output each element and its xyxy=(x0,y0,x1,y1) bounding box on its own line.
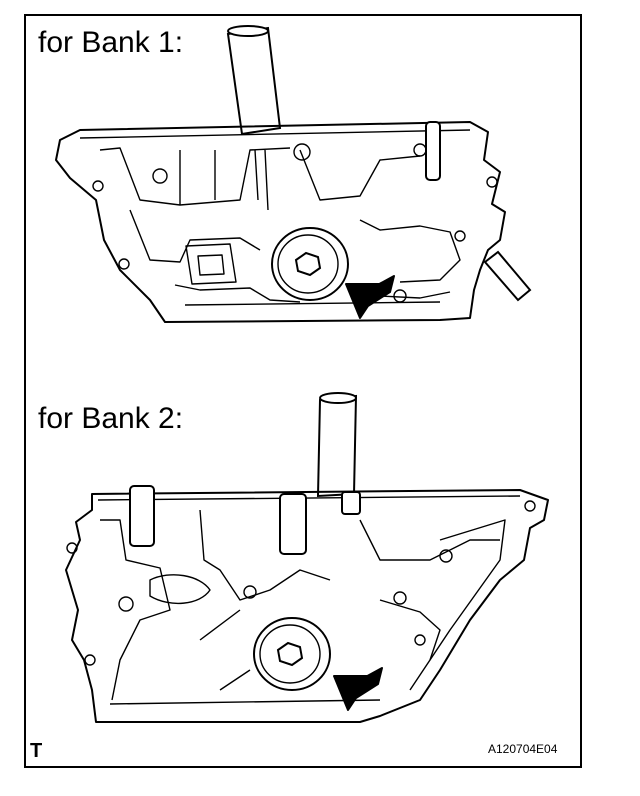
bank2-tool-rod xyxy=(316,394,358,498)
bank2-hex-socket xyxy=(276,641,304,667)
bank2-label: for Bank 2: xyxy=(38,402,184,435)
bank1-cylinder-head xyxy=(55,25,532,323)
bank1-tool-rod xyxy=(226,26,282,136)
bank1-hex-socket xyxy=(294,251,322,277)
bank1-label: for Bank 1: xyxy=(38,26,184,59)
bank1-pointer-arrow xyxy=(345,275,395,319)
bank2-cylinder-head xyxy=(65,392,549,723)
bank2-pointer-arrow xyxy=(333,667,383,711)
figure-code: A120704E04 xyxy=(488,742,558,756)
bank2-head-outline xyxy=(65,489,549,723)
footer-left-mark: T xyxy=(30,740,43,762)
bank1-head-outline xyxy=(55,121,506,323)
